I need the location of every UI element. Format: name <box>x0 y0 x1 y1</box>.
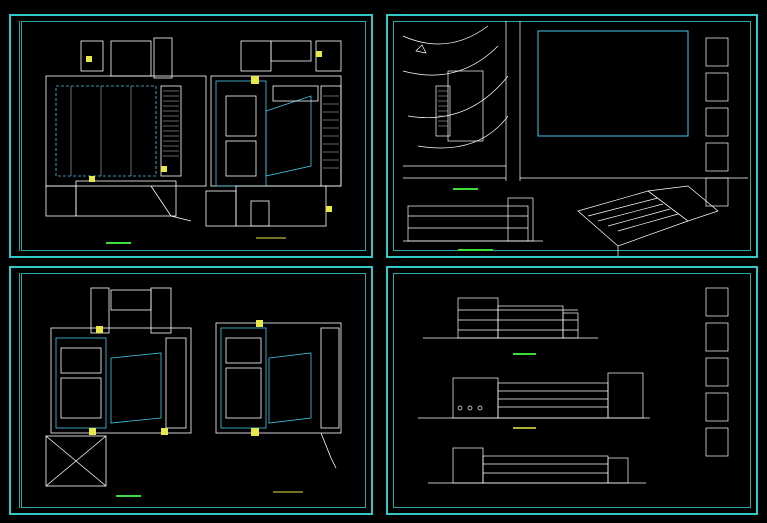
perspective-view <box>577 185 719 256</box>
elevation-2 <box>418 372 650 419</box>
elevation-1 <box>423 297 598 339</box>
plan-left <box>45 37 207 222</box>
elevation-3 <box>428 447 646 484</box>
floor-plans-lower-drawing <box>45 287 342 497</box>
drawing-border <box>21 21 366 251</box>
sheet-elevations <box>386 266 758 515</box>
plan-lower-right <box>215 320 342 469</box>
drawing-border <box>21 273 366 508</box>
title-strip <box>13 21 20 251</box>
sheet-floor-plans-upper <box>9 14 373 258</box>
sheet-floor-plans-lower <box>9 266 373 515</box>
sheet-site-plan <box>386 14 758 258</box>
site-plan <box>402 21 748 207</box>
plan-right <box>205 40 342 227</box>
title-boxes <box>705 287 729 457</box>
title-strip <box>13 273 20 508</box>
elevations-drawing <box>418 287 729 484</box>
drawing-border <box>393 21 751 251</box>
plan-lower-left <box>45 287 192 487</box>
floor-plans-drawing <box>45 37 342 244</box>
site-plan-drawing <box>402 21 748 256</box>
drawing-border <box>393 273 751 508</box>
front-elevation-small <box>403 197 543 242</box>
